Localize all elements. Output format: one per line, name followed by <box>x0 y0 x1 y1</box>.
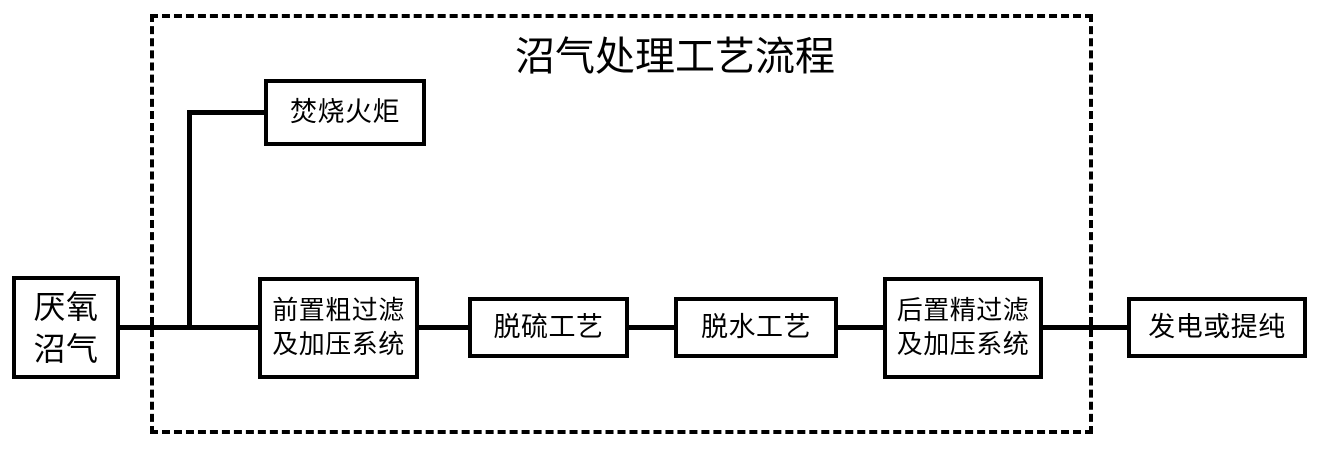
connector-branch-riser <box>187 110 192 330</box>
node-post-fine-filter-and-pressurization[interactable]: 后置精过滤 及加压系统 <box>883 277 1043 379</box>
node-anaerobic-biogas-label: 厌氧 沼气 <box>33 288 99 367</box>
connector-dehydration-to-postfilter <box>835 325 886 330</box>
node-incineration-flare-label: 焚烧火炬 <box>290 97 400 127</box>
node-desulfurization-process[interactable]: 脱硫工艺 <box>468 297 629 358</box>
node-incineration-flare[interactable]: 焚烧火炬 <box>264 79 426 146</box>
connector-prefilter-to-desulfurization <box>416 325 471 330</box>
node-desulfurization-label: 脱硫工艺 <box>493 312 604 342</box>
node-power-generation-label: 发电或提纯 <box>1148 312 1286 342</box>
node-dehydration-process[interactable]: 脱水工艺 <box>674 297 838 358</box>
node-post-fine-filter-label: 后置精过滤 及加压系统 <box>896 296 1030 359</box>
diagram-title: 沼气处理工艺流程 <box>515 34 835 79</box>
connector-desulfurization-to-dehydration <box>626 325 677 330</box>
connector-branch-to-flare <box>187 110 267 115</box>
process-boundary-dashed-rect <box>150 14 1093 434</box>
node-pre-coarse-filter-and-pressurization[interactable]: 前置粗过滤 及加压系统 <box>258 277 419 379</box>
node-dehydration-label: 脱水工艺 <box>701 312 811 342</box>
node-pre-coarse-filter-label: 前置粗过滤 及加压系统 <box>272 296 405 359</box>
node-anaerobic-biogas[interactable]: 厌氧 沼气 <box>12 276 120 379</box>
node-power-generation-or-purification[interactable]: 发电或提纯 <box>1127 297 1307 358</box>
connector-postfilter-to-output <box>1040 325 1130 330</box>
